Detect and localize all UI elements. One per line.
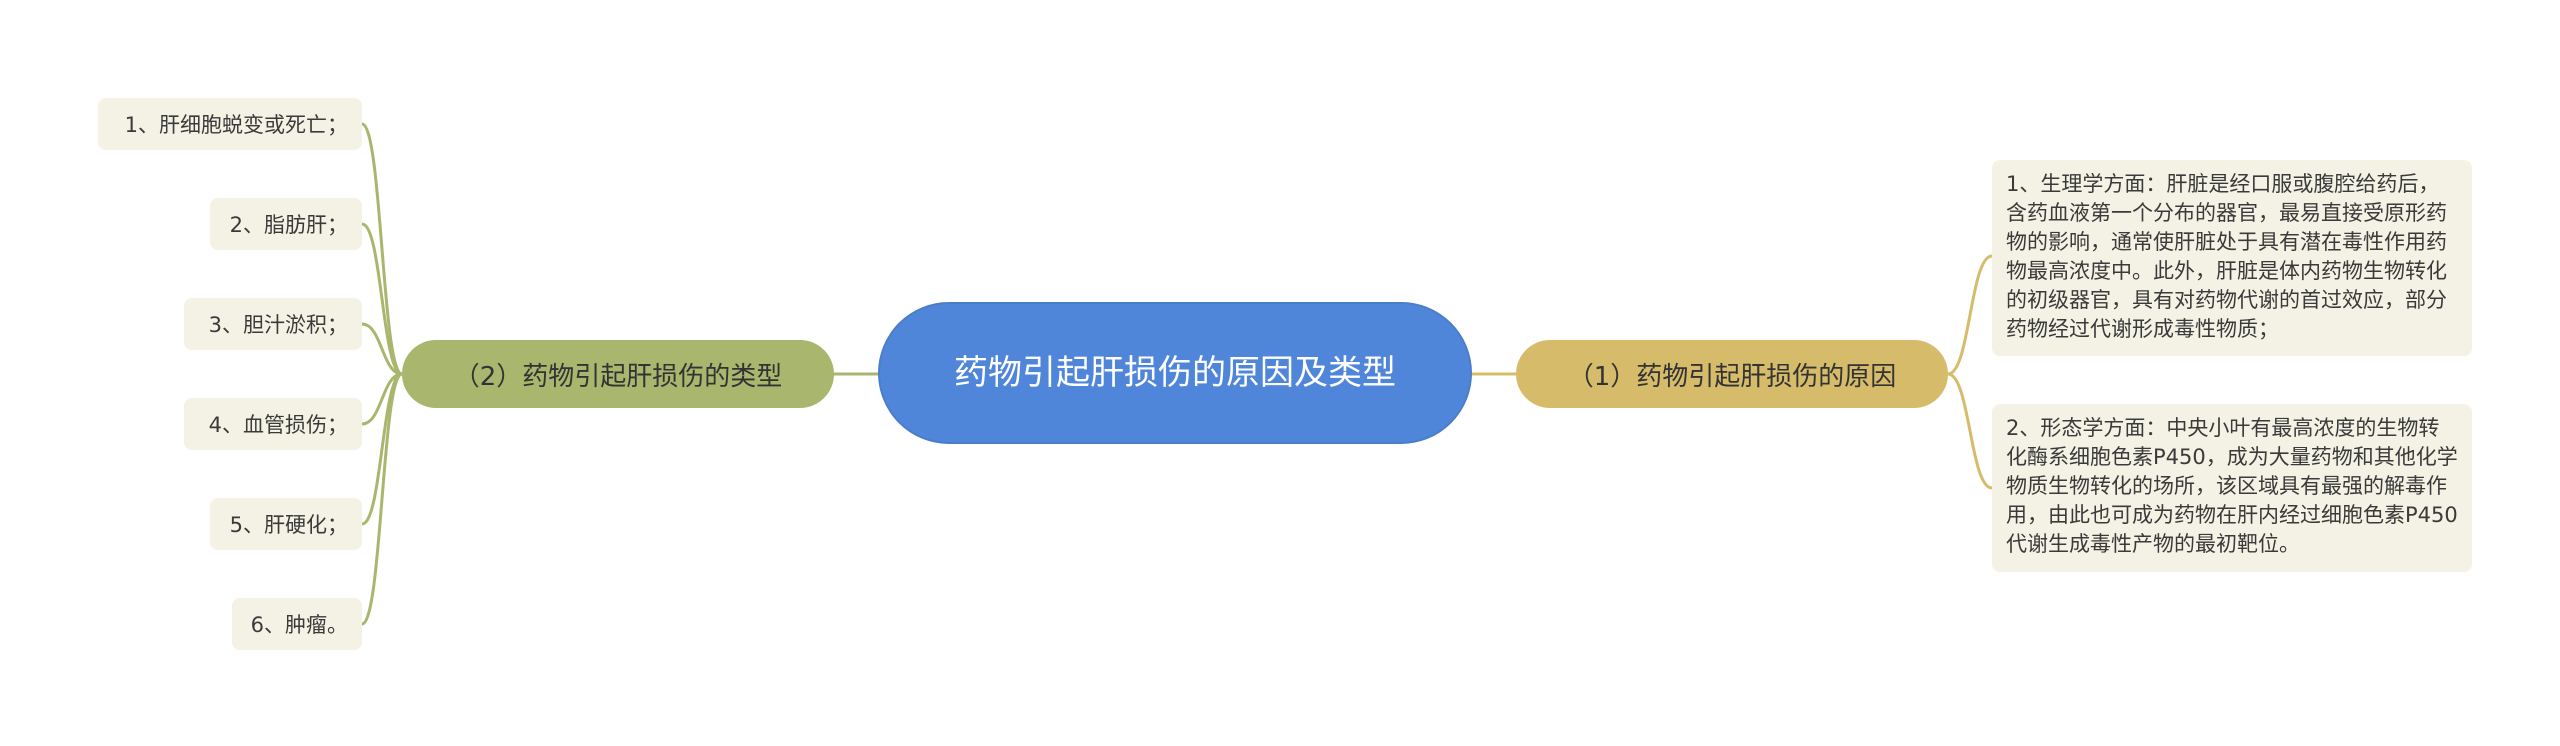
- branch-types-label: （2）药物引起肝损伤的类型: [453, 361, 783, 392]
- detail-cause-1[interactable]: 1、生理学方面：肝脏是经口服或腹腔给药后，含药血液第一个分布的器官，最易直接受原…: [1992, 160, 2472, 356]
- leaf-type-5-text: 5、肝硬化；: [229, 513, 348, 537]
- leaf-type-3-text: 3、胆汁淤积；: [208, 313, 348, 337]
- detail-cause-1-text: 1、生理学方面：肝脏是经口服或腹腔给药后，含药血液第一个分布的器官，最易直接受原…: [2006, 172, 2447, 341]
- detail-cause-2[interactable]: 2、形态学方面：中央小叶有最高浓度的生物转化酶系细胞色素P450，成为大量药物和…: [1992, 404, 2472, 572]
- leaf-type-1[interactable]: 1、肝细胞蜕变或死亡；: [98, 98, 362, 150]
- leaf-type-6[interactable]: 6、肿瘤。: [232, 598, 362, 650]
- leaf-type-5[interactable]: 5、肝硬化；: [210, 498, 362, 550]
- leaf-type-1-text: 1、肝细胞蜕变或死亡；: [124, 113, 348, 137]
- leaf-type-2[interactable]: 2、脂肪肝；: [210, 198, 362, 250]
- right-leaf-links: [1947, 254, 1993, 490]
- leaf-type-2-text: 2、脂肪肝；: [229, 213, 348, 237]
- detail-cause-2-text: 2、形态学方面：中央小叶有最高浓度的生物转化酶系细胞色素P450，成为大量药物和…: [2006, 416, 2458, 556]
- leaf-type-3[interactable]: 3、胆汁淤积；: [184, 298, 362, 350]
- left-leaf-links: [361, 122, 403, 626]
- branch-causes[interactable]: （1）药物引起肝损伤的原因: [1516, 340, 1948, 408]
- branch-types[interactable]: （2）药物引起肝损伤的类型: [402, 340, 834, 408]
- leaf-type-6-text: 6、肿瘤。: [250, 613, 348, 637]
- root-title: 药物引起肝损伤的原因及类型: [954, 353, 1396, 393]
- branch-causes-label: （1）药物引起肝损伤的原因: [1567, 361, 1897, 392]
- root-node[interactable]: 药物引起肝损伤的原因及类型: [878, 302, 1472, 444]
- leaf-type-4-text: 4、血管损伤；: [208, 413, 348, 437]
- leaf-type-4[interactable]: 4、血管损伤；: [184, 398, 362, 450]
